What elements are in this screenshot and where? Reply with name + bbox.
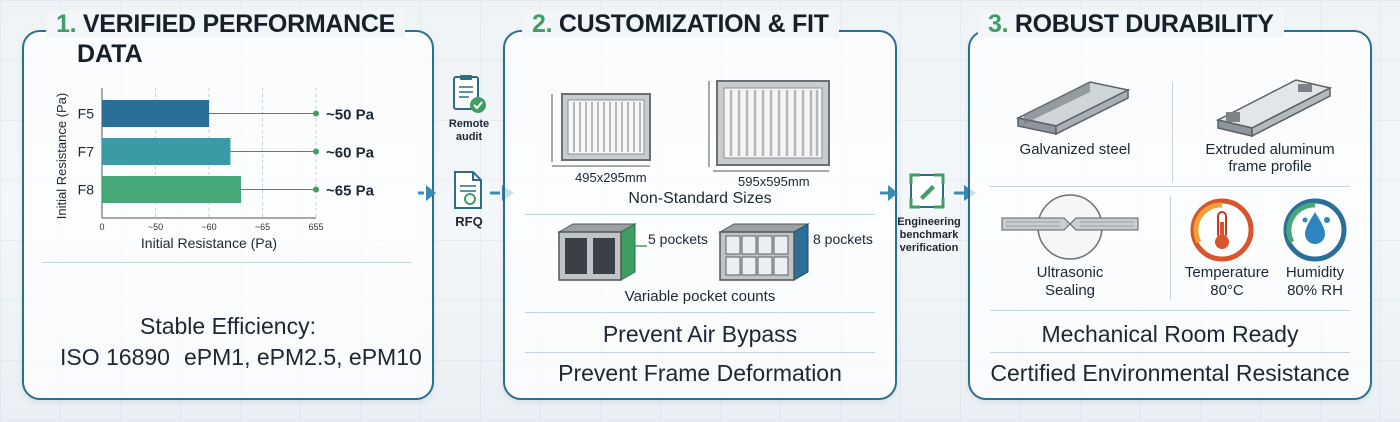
pockets-caption: Variable pocket counts xyxy=(624,288,776,305)
ultrasonic-label: Ultrasonic Sealing xyxy=(990,264,1150,300)
panel-number: 2. xyxy=(532,10,553,38)
divider xyxy=(1170,196,1171,300)
divider xyxy=(990,310,1350,311)
size-small-label: 495x295mm xyxy=(575,170,647,185)
size-large-label: 595x595mm xyxy=(738,174,810,189)
pockets-5-label: 5 pockets xyxy=(648,231,708,247)
panel-number: 3. xyxy=(988,10,1009,38)
data-label: ~65 Pa xyxy=(326,183,375,200)
epm-classes: ePM1, ePM2.5, ePM10 xyxy=(184,344,422,370)
divider xyxy=(525,352,875,353)
sonic-line-1: Ultrasonic xyxy=(1036,264,1104,281)
humidity-label: Humidity 80% RH xyxy=(1270,264,1360,300)
divider xyxy=(1172,82,1173,182)
temp-label: Temperature xyxy=(1184,264,1270,281)
engineering-verification-icon xyxy=(909,173,945,209)
benefit-mechanical-room: Mechanical Room Ready xyxy=(1041,321,1299,347)
temp-value: 80°C xyxy=(1210,282,1244,299)
title-line-1: VERIFIED PERFORMANCE xyxy=(82,10,395,38)
sonic-line-2: Sealing xyxy=(1044,282,1096,299)
bar-f7 xyxy=(102,138,231,165)
remote-line-2: audit xyxy=(455,131,483,143)
divider xyxy=(525,214,875,215)
pockets-8-label: 8 pockets xyxy=(813,231,873,247)
x-tick-label: 655 xyxy=(308,222,323,232)
ultrasonic-seal-icon xyxy=(1001,194,1139,260)
panel-customization xyxy=(503,30,897,400)
remote-audit-label: Remote audit xyxy=(438,118,500,144)
panel-customization-title: 2. CUSTOMIZATION & FIT xyxy=(522,10,839,38)
bag-filter-8-pockets-icon xyxy=(718,223,810,281)
category-label: F8 xyxy=(78,182,95,198)
eng-line-1: Engineering xyxy=(897,216,961,228)
leader-dot xyxy=(313,148,319,155)
humidity-gauge-icon xyxy=(1283,198,1347,262)
bag-filter-5-pockets-icon xyxy=(557,223,647,281)
rfq-document-icon xyxy=(454,171,482,209)
x-tick-label: ~60 xyxy=(201,222,216,232)
sizes-caption: Non-Standard Sizes xyxy=(628,190,772,207)
galvanized-steel-channel-icon xyxy=(1015,81,1131,136)
divider xyxy=(990,186,1350,187)
data-label: ~50 Pa xyxy=(326,107,375,124)
aluminum-profile-icon xyxy=(1215,79,1333,138)
bar-f8 xyxy=(102,176,242,203)
rfq-label: RFQ xyxy=(455,214,483,229)
x-tick-label: ~50 xyxy=(148,222,163,232)
alu-line-1: Extruded aluminum xyxy=(1205,141,1335,158)
x-axis-label: Initial Resistance (Pa) xyxy=(141,235,277,251)
category-label: F5 xyxy=(78,106,95,122)
data-label: ~60 Pa xyxy=(326,145,375,162)
panel-filter-small-icon xyxy=(551,93,651,167)
category-label: F7 xyxy=(78,144,95,160)
eng-line-2: benchmark xyxy=(899,229,959,241)
panel-durability-title: 3. ROBUST DURABILITY xyxy=(978,10,1284,38)
remote-line-1: Remote xyxy=(448,118,490,130)
leader-dot xyxy=(313,186,319,193)
title-line-2: DATA xyxy=(77,40,143,68)
bar-f5 xyxy=(102,100,209,127)
hum-label: Humidity xyxy=(1285,264,1345,281)
alu-line-2: frame profile xyxy=(1228,158,1312,175)
title-text: CUSTOMIZATION & FIT xyxy=(558,10,829,38)
divider xyxy=(525,312,875,313)
benefit-environmental: Certified Environmental Resistance xyxy=(990,360,1350,386)
benefit-air-bypass: Prevent Air Bypass xyxy=(602,321,798,347)
panel-performance xyxy=(22,30,434,400)
benefit-frame-deformation: Prevent Frame Deformation xyxy=(558,360,842,386)
aluminum-label: Extruded aluminum frame profile xyxy=(1175,141,1365,175)
panel-filter-large-icon xyxy=(708,80,830,172)
leader-dot xyxy=(313,110,319,117)
eng-line-3: verification xyxy=(899,242,959,254)
panel-performance-title: 1. VERIFIED PERFORMANCE xyxy=(46,10,405,38)
title-text: ROBUST DURABILITY xyxy=(1014,10,1274,38)
remote-audit-icon xyxy=(453,75,486,113)
iso-standard: ISO 16890 xyxy=(60,344,170,370)
divider xyxy=(990,352,1350,353)
x-tick-label: 0 xyxy=(99,222,104,232)
steel-label: Galvanized steel xyxy=(1019,141,1131,158)
efficiency-label: Stable Efficiency: xyxy=(139,313,316,339)
divider xyxy=(42,262,412,263)
x-tick-label: ~65 xyxy=(255,222,270,232)
engineering-verification-label: Engineering benchmark verification xyxy=(893,216,965,255)
panel-number: 1. xyxy=(56,10,77,38)
y-axis-label: Initial Resistance (Pa) xyxy=(54,93,69,219)
temperature-label: Temperature 80°C xyxy=(1177,264,1277,300)
thermometer-gauge-icon xyxy=(1190,198,1254,262)
hum-value: 80% RH xyxy=(1287,282,1343,299)
